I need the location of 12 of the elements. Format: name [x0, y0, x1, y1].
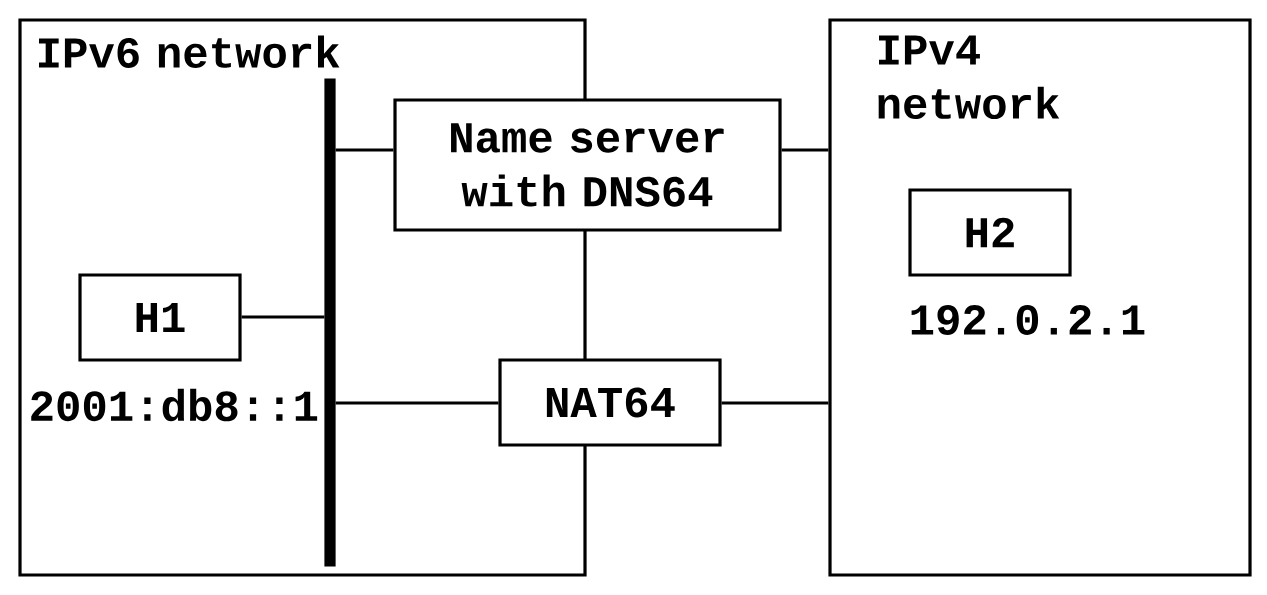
address-label: 2001:db8::1 [31, 388, 318, 422]
server-box: Name server with DNS64 [393, 98, 782, 232]
link-line [335, 148, 394, 152]
host-box: H1 [78, 273, 242, 362]
link-line [721, 401, 829, 405]
link-line [335, 401, 499, 405]
link-line [781, 148, 829, 152]
host-box: H2 [908, 188, 1072, 277]
server-box: NAT64 [498, 358, 722, 447]
network-link [324, 78, 336, 567]
address-label: 192.0.2.1 [911, 305, 1145, 335]
link-line [241, 315, 325, 319]
